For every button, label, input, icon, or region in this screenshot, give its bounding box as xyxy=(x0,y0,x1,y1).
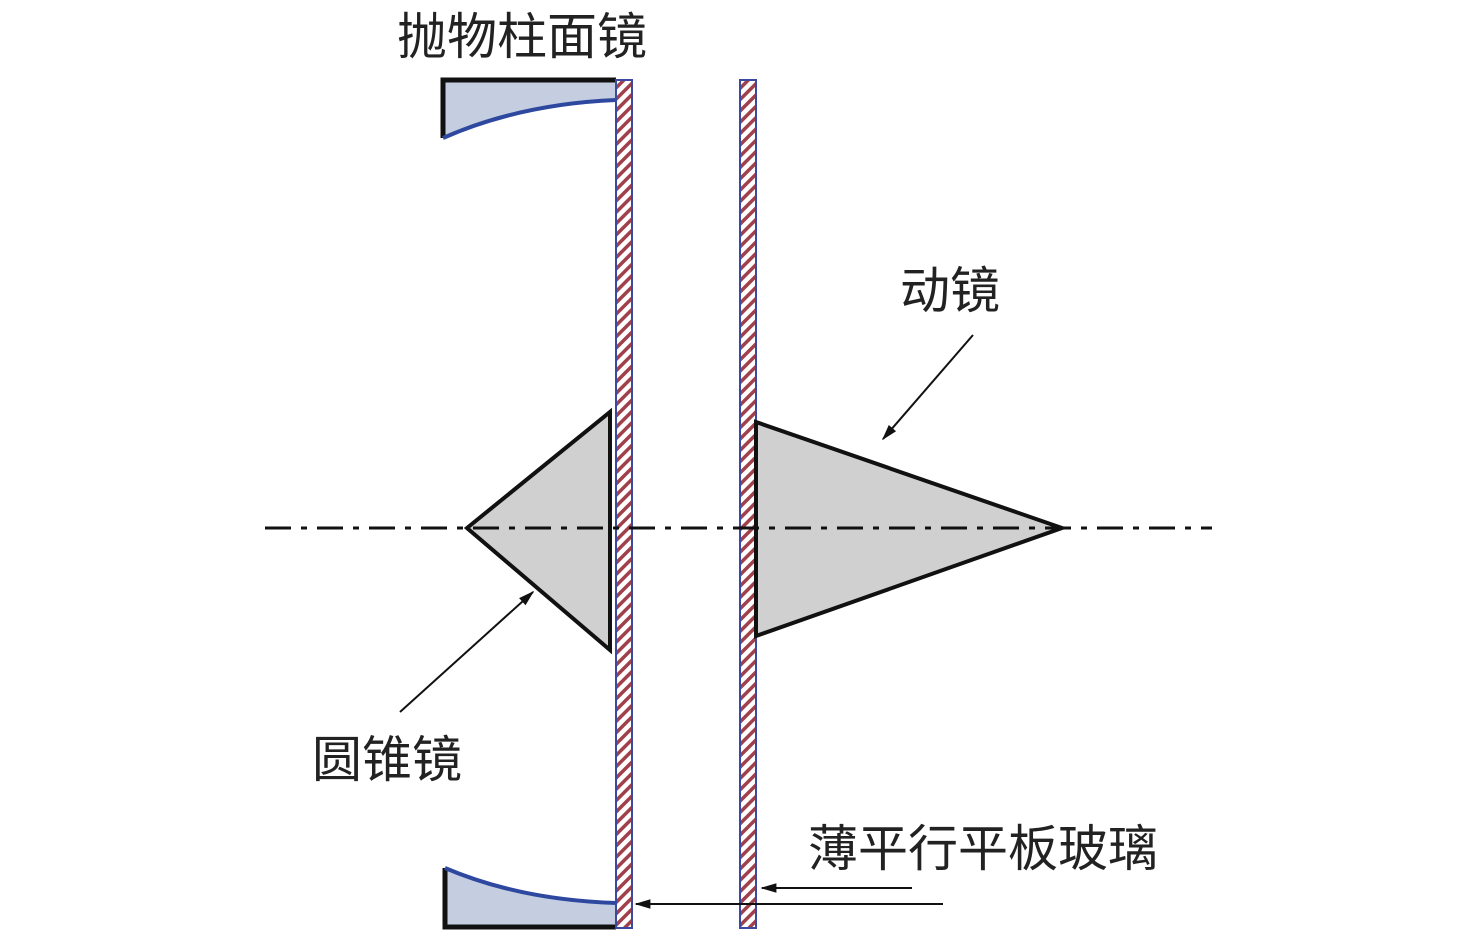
label-moving-mirror: 动镜 xyxy=(900,262,1000,320)
glass-plate-left xyxy=(615,79,633,929)
cone-mirror xyxy=(463,407,612,655)
glass-plate-right xyxy=(739,79,757,929)
label-thin-plate-glass: 薄平行平板玻璃 xyxy=(808,820,1158,878)
cone-mirror-arrow xyxy=(399,590,535,713)
parabolic-mirror-top xyxy=(440,77,617,140)
moving-mirror-arrow xyxy=(881,334,974,441)
parabolic-mirror-bottom xyxy=(442,866,617,930)
label-cone-mirror: 圆锥镜 xyxy=(312,731,462,789)
label-parabolic-mirror: 抛物柱面镜 xyxy=(397,8,647,66)
